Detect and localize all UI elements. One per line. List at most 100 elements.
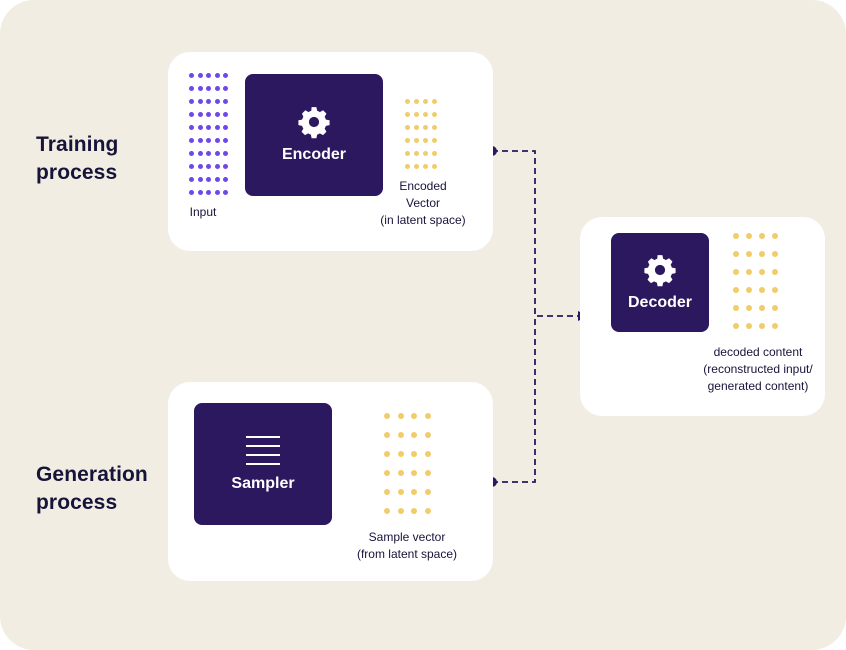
input-dot [206, 125, 211, 130]
input-dot [197, 151, 203, 156]
input-dot [214, 190, 220, 195]
decoded-content-dot-matrix [733, 233, 778, 329]
encoded-caption: Encoded Vector (in latent space) [368, 178, 478, 229]
sample-dot [384, 508, 390, 514]
encoded-vector-dot-matrix [405, 99, 437, 169]
decoder-label: Decoder [627, 293, 693, 311]
sample-dot [384, 451, 390, 457]
encoder-block[interactable]: Encoder [245, 74, 383, 196]
input-dot [214, 177, 220, 182]
sample-dot [397, 470, 404, 476]
input-dot [214, 99, 220, 104]
decoded-dot [772, 269, 778, 275]
decoded-dot [759, 251, 765, 257]
sample-dot [397, 451, 404, 457]
encoded-dot [405, 112, 410, 117]
input-dot [223, 138, 228, 143]
input-dot [214, 73, 220, 78]
input-dot [197, 86, 203, 91]
encoded-dot [414, 112, 419, 117]
encoded-dot [405, 99, 410, 104]
decoded-dot [759, 233, 765, 239]
input-dot [214, 151, 220, 156]
encoded-dot [414, 138, 419, 143]
sample-dot [424, 432, 431, 438]
input-dot [206, 86, 211, 91]
encoded-dot [423, 99, 428, 104]
decoder-block[interactable]: Decoder [611, 233, 709, 332]
gear-icon [644, 254, 676, 286]
input-dot [223, 73, 228, 78]
input-dot-matrix [189, 73, 228, 195]
sample-dot [397, 508, 404, 514]
input-dot [206, 138, 211, 143]
input-dot [223, 190, 228, 195]
encoded-caption-line3: (in latent space) [380, 213, 466, 227]
sample-dot [384, 413, 390, 419]
encoded-caption-line2: Vector [405, 196, 441, 210]
sample-dot [424, 413, 431, 419]
input-dot [197, 190, 203, 195]
input-dot [189, 125, 194, 130]
input-dot [206, 112, 211, 117]
input-dot [206, 177, 211, 182]
sample-dot [424, 470, 431, 476]
sample-dot [411, 470, 417, 476]
decoded-caption-line2: (reconstructed input/ [703, 362, 813, 376]
decoded-dot [733, 287, 739, 293]
sample-dot [384, 432, 390, 438]
input-dot [189, 190, 194, 195]
input-dot [189, 112, 194, 117]
sampler-label: Sampler [231, 474, 295, 492]
encoded-dot [432, 99, 437, 104]
generation-label-line2: process [36, 491, 118, 514]
sampler-block[interactable]: Sampler [194, 403, 332, 525]
decoded-dot [746, 233, 752, 239]
input-dot [197, 164, 203, 169]
input-dot [197, 73, 203, 78]
sample-dot [397, 413, 404, 419]
decoded-dot [733, 323, 739, 329]
decoded-dot [746, 305, 752, 311]
encoded-dot [432, 125, 437, 130]
encoded-dot [405, 138, 410, 143]
sample-dot [411, 451, 417, 457]
decoded-dot [746, 251, 752, 257]
input-dot [214, 86, 220, 91]
input-dot [223, 125, 228, 130]
decoded-dot [772, 233, 778, 239]
encoded-dot [423, 112, 428, 117]
input-dot [214, 138, 220, 143]
input-dot [189, 99, 194, 104]
decoded-dot [772, 287, 778, 293]
training-label-line2: process [36, 161, 118, 184]
decoded-dot [772, 323, 778, 329]
encoded-dot [423, 138, 428, 143]
input-dot [197, 99, 203, 104]
decoded-dot [733, 233, 739, 239]
sample-dot [384, 489, 390, 495]
encoded-dot [423, 125, 428, 130]
input-dot [223, 99, 228, 104]
sample-vector-dot-matrix [384, 413, 431, 514]
training-process-label: Training process [36, 131, 118, 187]
decoded-caption-line3: generated content) [707, 379, 809, 393]
input-dot [214, 112, 220, 117]
input-dot [206, 99, 211, 104]
sample-dot [424, 508, 431, 514]
lines-icon [246, 435, 280, 465]
input-dot [206, 164, 211, 169]
generation-process-label: Generation process [36, 461, 148, 517]
sample-dot [397, 489, 404, 495]
gear-icon [298, 107, 330, 139]
decoded-caption-line1: decoded content [713, 345, 803, 359]
input-dot [214, 164, 220, 169]
edge-sample-to-decoder [492, 316, 536, 483]
encoded-dot [423, 164, 428, 169]
input-dot [197, 138, 203, 143]
decoded-caption: decoded content (reconstructed input/ ge… [690, 344, 826, 395]
decoded-dot [759, 269, 765, 275]
sample-dot [411, 413, 417, 419]
input-dot [197, 125, 203, 130]
input-dot [214, 125, 220, 130]
